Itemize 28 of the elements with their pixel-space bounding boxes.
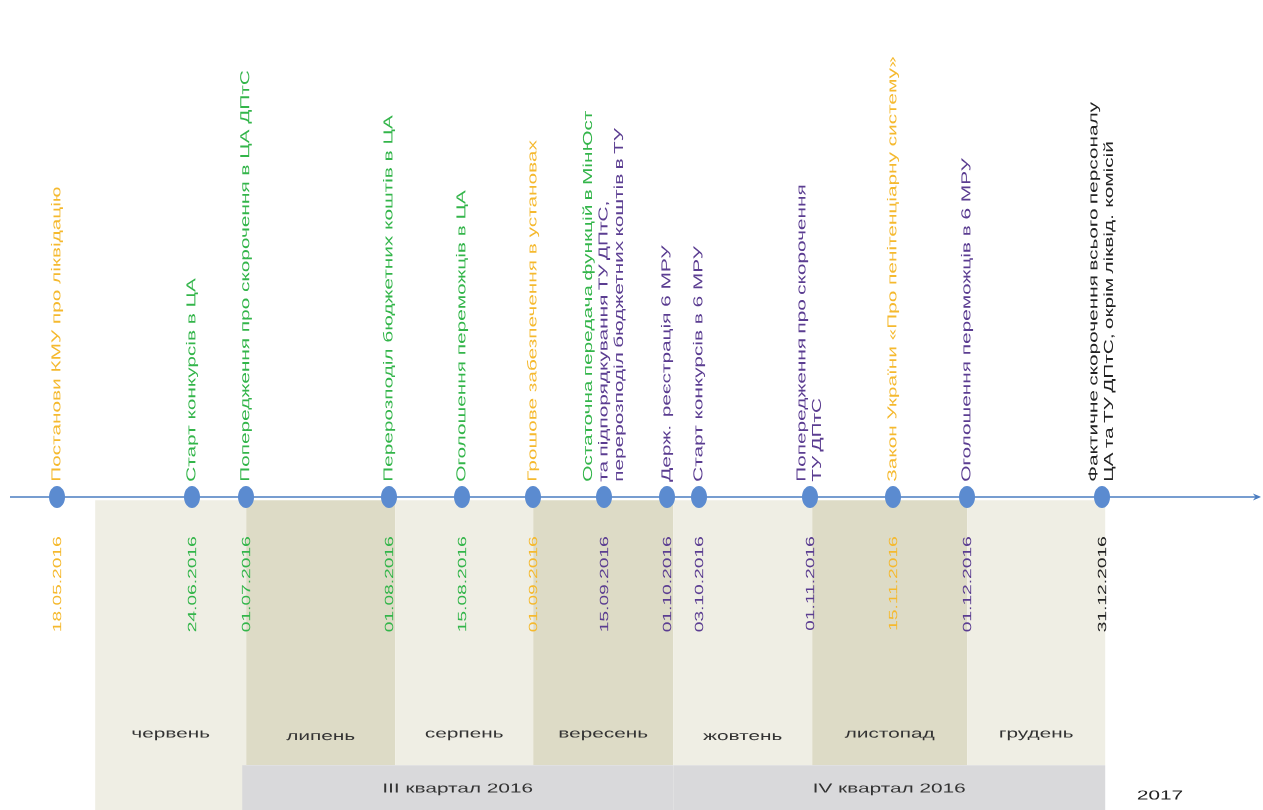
- event-label: Фактичне скорочення всього персоналу ЦА та ТУ ДПтС, окрім ліквід. комісій: [1088, 102, 1116, 481]
- event-label: Оголошення переможців в ЦА: [455, 190, 469, 481]
- event-label: Попередження про скорочення в ЦА ДПтС: [240, 70, 252, 481]
- event-label: Остаточна передача функцій в МінЮст та підпорядкування ТУ ДПтС, перерозподіл бюджетних коштів в ТУ: [582, 110, 626, 482]
- quarter-band: III квартал 2016: [242, 765, 674, 810]
- node-label: III квартал 2016: [384, 783, 533, 796]
- date-label: 15.09.2016: [599, 537, 609, 631]
- date-label: 03.10.2016: [694, 537, 704, 632]
- event-label: Грошове забезпечення в установах: [526, 140, 540, 481]
- quarter-band: IV квартал 2016: [673, 765, 1106, 810]
- event-label: Закон України «Про пенітенціарну систему»: [886, 57, 900, 482]
- date-label: 15.11.2016: [888, 537, 898, 630]
- event-label: Перерозподіл бюджетних коштів в ЦА: [382, 115, 396, 481]
- node-label: IV квартал 2016: [814, 783, 965, 796]
- date-label: 15.08.2016: [457, 537, 467, 631]
- date-label: 01.08.2016: [384, 537, 394, 632]
- event-label: Оголошення переможців в 6 МРУ: [960, 158, 974, 481]
- date-label: 01.11.2016: [805, 537, 815, 631]
- date-label: 18.05.2016: [52, 537, 62, 631]
- year-label: 2017: [1137, 790, 1183, 800]
- date-label: 31.12.2016: [1097, 537, 1107, 632]
- event-label: Старт конкурсів в 6 МРУ: [692, 245, 706, 481]
- event-label: Старт конкурсів в ЦА: [185, 278, 199, 481]
- date-label: 01.10.2016: [662, 537, 672, 632]
- event-label: Держ. реєстрація 6 МРУ: [660, 245, 674, 482]
- event-label: Попередження про скорочення ТУ ДПтС: [796, 185, 824, 482]
- date-label: 24.06.2016: [187, 537, 197, 632]
- event-label: Постанови КМУ про ліквідацію: [50, 187, 64, 481]
